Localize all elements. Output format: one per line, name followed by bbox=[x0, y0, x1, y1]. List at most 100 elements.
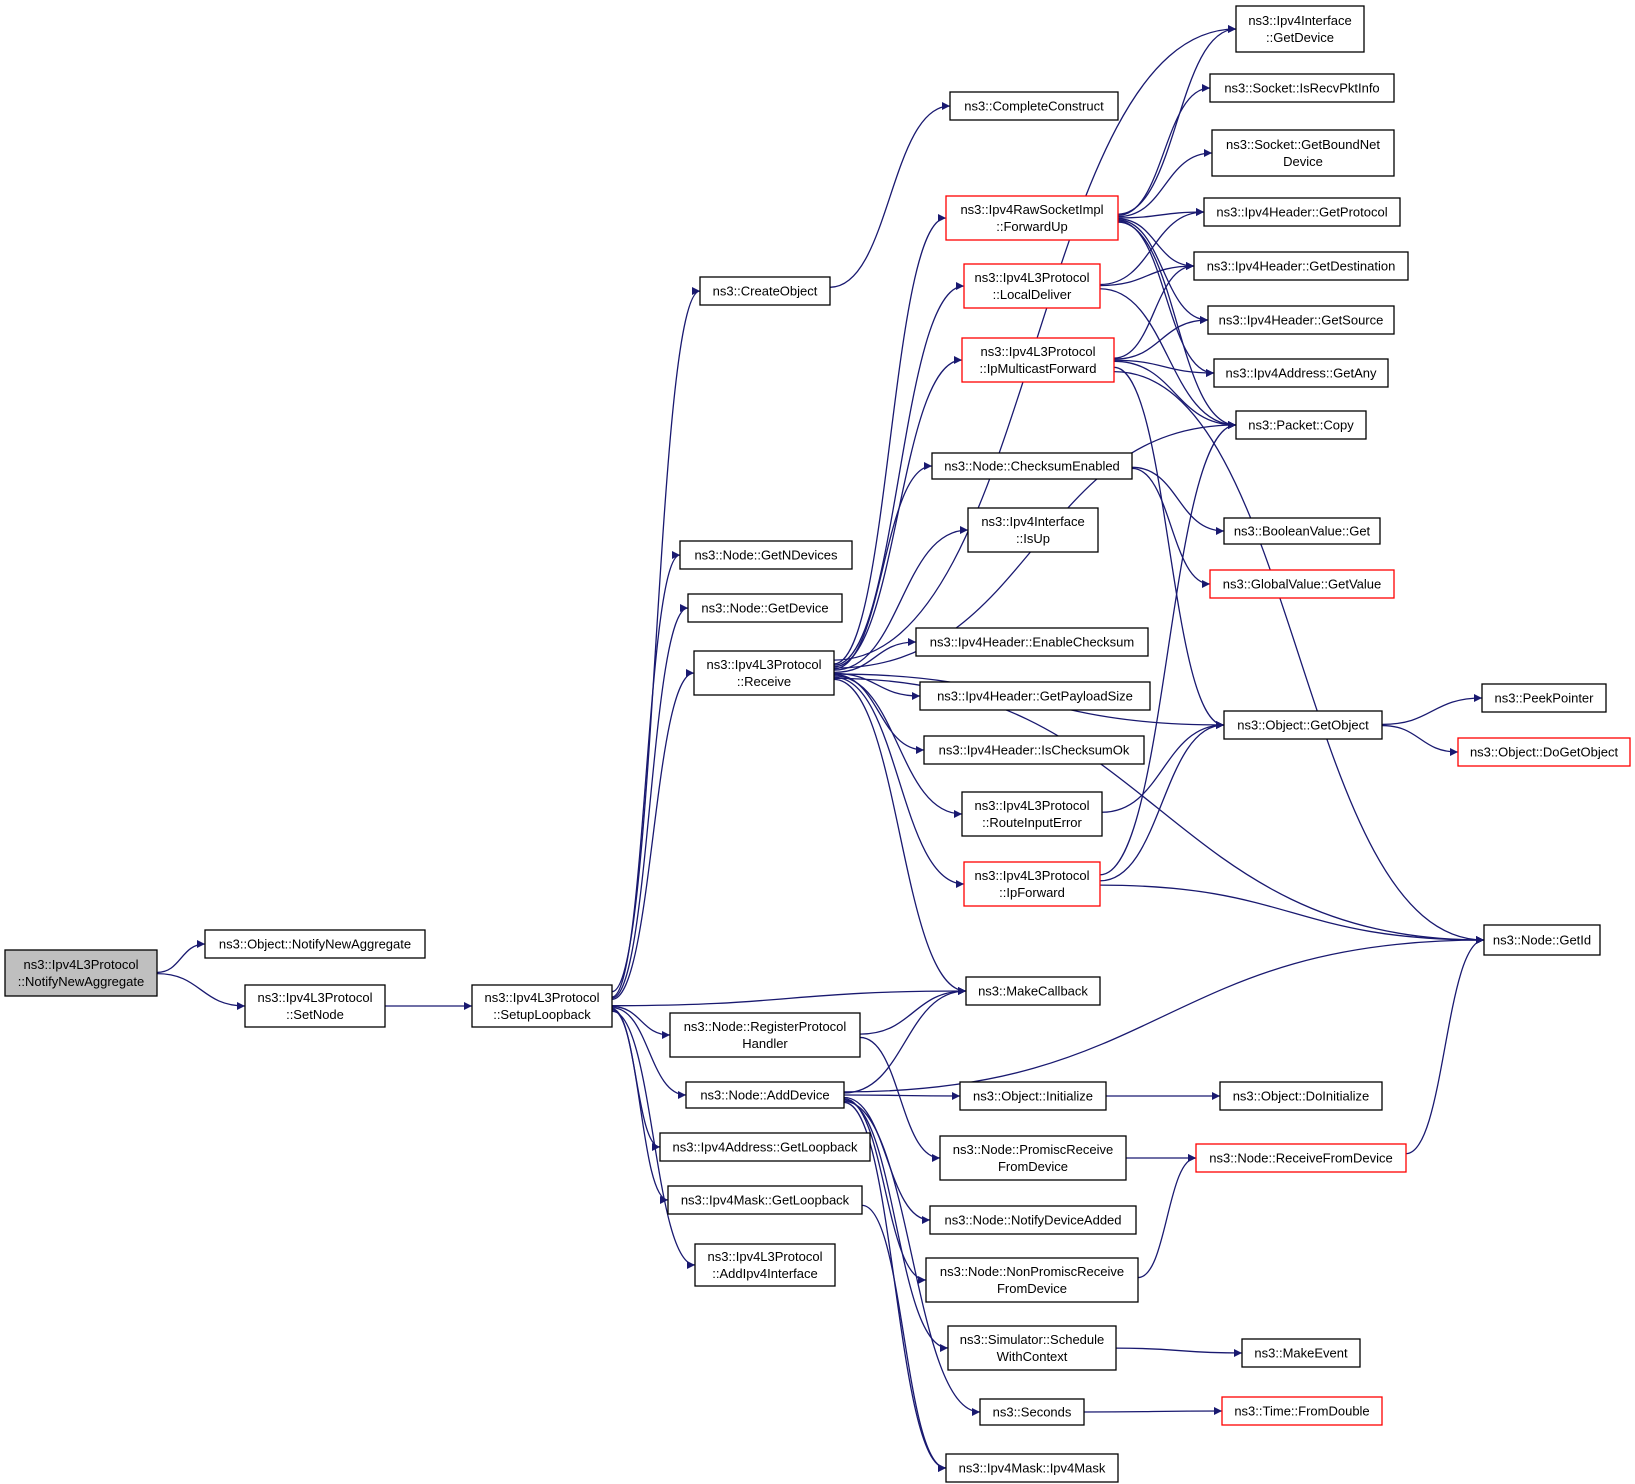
node-maskctor[interactable]: ns3::Ipv4Mask::Ipv4Mask bbox=[945, 1453, 1119, 1483]
node-label: ns3::Ipv4Header::GetDestination bbox=[1207, 259, 1396, 274]
node-label: ns3::MakeCallback bbox=[978, 984, 1088, 999]
edge-rawfwd-to-ifgetdev bbox=[1117, 25, 1237, 215]
node-box bbox=[965, 976, 1101, 1006]
node-getid[interactable]: ns3::Node::GetId bbox=[1483, 924, 1601, 956]
node-enablecks[interactable]: ns3::Ipv4Header::EnableChecksum bbox=[915, 627, 1149, 657]
node-label: ns3::Seconds bbox=[993, 1405, 1072, 1420]
node-ifgetdev[interactable]: ns3::Ipv4Interface::GetDevice bbox=[1235, 5, 1365, 53]
node-localdel[interactable]: ns3::Ipv4L3Protocol::LocalDeliver bbox=[963, 263, 1101, 309]
node-rawfwd[interactable]: ns3::Ipv4RawSocketImpl::ForwardUp bbox=[945, 195, 1119, 241]
node-label: ns3::Ipv4L3Protocol bbox=[258, 990, 373, 1005]
node-setuploop[interactable]: ns3::Ipv4L3Protocol::SetupLoopback bbox=[471, 984, 613, 1028]
node-getdest[interactable]: ns3::Ipv4Header::GetDestination bbox=[1193, 251, 1409, 281]
node-getsrc[interactable]: ns3::Ipv4Header::GetSource bbox=[1207, 305, 1395, 335]
node-makecb[interactable]: ns3::MakeCallback bbox=[965, 976, 1101, 1006]
node-createobj[interactable]: ns3::CreateObject bbox=[699, 276, 831, 306]
node-ipmcast[interactable]: ns3::Ipv4L3Protocol::IpMulticastForward bbox=[961, 337, 1115, 383]
node-box bbox=[931, 452, 1133, 480]
node-globval[interactable]: ns3::GlobalValue::GetValue bbox=[1209, 569, 1395, 599]
node-getany[interactable]: ns3::Ipv4Address::GetAny bbox=[1213, 358, 1389, 388]
edge-receive-to-payload bbox=[833, 672, 921, 700]
edge-seconds-to-fromdouble bbox=[1083, 1407, 1223, 1416]
node-ifaceup[interactable]: ns3::Ipv4Interface::IsUp bbox=[967, 507, 1099, 553]
node-ipfwd[interactable]: ns3::Ipv4L3Protocol::IpForward bbox=[963, 861, 1101, 907]
node-isckok[interactable]: ns3::Ipv4Header::IsChecksumOk bbox=[923, 735, 1145, 765]
node-box bbox=[1457, 737, 1631, 767]
node-box bbox=[939, 1135, 1127, 1181]
node-addrloop[interactable]: ns3::Ipv4Address::GetLoopback bbox=[659, 1132, 871, 1162]
node-notifydev[interactable]: ns3::Node::NotifyDeviceAdded bbox=[929, 1205, 1137, 1235]
node-label: ns3::Ipv4Interface bbox=[981, 514, 1084, 529]
node-boolget[interactable]: ns3::BooleanValue::Get bbox=[1223, 517, 1381, 545]
node-cksumen[interactable]: ns3::Node::ChecksumEnabled bbox=[931, 452, 1133, 480]
node-label: ::IsUp bbox=[1016, 531, 1050, 546]
node-box bbox=[1193, 251, 1409, 281]
node-obj_notify[interactable]: ns3::Object::NotifyNewAggregate bbox=[204, 929, 426, 959]
node-label: ns3::CompleteConstruct bbox=[964, 99, 1104, 114]
edge-regproto-to-makecb bbox=[859, 987, 967, 1035]
node-box bbox=[929, 1205, 1137, 1235]
edge-createobj-to-complete bbox=[829, 102, 951, 288]
node-recvfromdev[interactable]: ns3::Node::ReceiveFromDevice bbox=[1195, 1143, 1407, 1173]
node-setnode[interactable]: ns3::Ipv4L3Protocol::SetNode bbox=[244, 984, 386, 1028]
node-complete[interactable]: ns3::CompleteConstruct bbox=[949, 91, 1119, 121]
node-box bbox=[1241, 1338, 1361, 1368]
node-box bbox=[244, 984, 386, 1028]
node-label: Handler bbox=[742, 1036, 788, 1051]
node-adddev[interactable]: ns3::Node::AddDevice bbox=[685, 1081, 845, 1109]
node-label: ns3::Node::AddDevice bbox=[700, 1088, 829, 1103]
node-seconds[interactable]: ns3::Seconds bbox=[979, 1398, 1085, 1426]
edge-receive-to-ipfwd bbox=[833, 676, 965, 888]
edge-rawfwd-to-recvpkt bbox=[1117, 84, 1211, 217]
node-label: WithContext bbox=[997, 1349, 1068, 1364]
node-box bbox=[471, 984, 613, 1028]
node-box bbox=[693, 650, 835, 696]
node-box bbox=[4, 949, 158, 997]
node-label: ::SetupLoopback bbox=[493, 1007, 591, 1022]
edge-maskloop-to-maskctor bbox=[861, 1204, 947, 1472]
edge-adddev-to-getid bbox=[843, 936, 1485, 1093]
node-label: ns3::Node::GetDevice bbox=[701, 601, 828, 616]
node-receive[interactable]: ns3::Ipv4L3Protocol::Receive bbox=[693, 650, 835, 696]
node-objinit[interactable]: ns3::Object::Initialize bbox=[959, 1081, 1107, 1111]
node-maskloop[interactable]: ns3::Ipv4Mask::GetLoopback bbox=[667, 1185, 863, 1215]
node-label: Device bbox=[1283, 154, 1323, 169]
node-getdev[interactable]: ns3::Node::GetDevice bbox=[687, 593, 843, 623]
node-label: ns3::Ipv4Header::GetPayloadSize bbox=[937, 689, 1133, 704]
node-payload[interactable]: ns3::Ipv4Header::GetPayloadSize bbox=[919, 681, 1151, 711]
node-label: ns3::Ipv4RawSocketImpl bbox=[960, 202, 1103, 217]
node-dogetobj[interactable]: ns3::Object::DoGetObject bbox=[1457, 737, 1631, 767]
edge-receive-to-enablecks bbox=[833, 638, 917, 674]
node-getobj[interactable]: ns3::Object::GetObject bbox=[1223, 710, 1383, 740]
node-label: ns3::PeekPointer bbox=[1494, 691, 1594, 706]
node-makeevent[interactable]: ns3::MakeEvent bbox=[1241, 1338, 1361, 1368]
node-box bbox=[659, 1132, 871, 1162]
node-peekptr[interactable]: ns3::PeekPointer bbox=[1481, 683, 1607, 713]
node-routeerr[interactable]: ns3::Ipv4L3Protocol::RouteInputError bbox=[961, 791, 1103, 837]
node-getproto[interactable]: ns3::Ipv4Header::GetProtocol bbox=[1203, 197, 1401, 227]
node-fromdouble[interactable]: ns3::Time::FromDouble bbox=[1221, 1396, 1383, 1426]
node-label: ns3::Ipv4L3Protocol bbox=[975, 798, 1090, 813]
node-label: ::LocalDeliver bbox=[993, 287, 1072, 302]
node-label: ns3::Time::FromDouble bbox=[1234, 1404, 1369, 1419]
node-pktcopy[interactable]: ns3::Packet::Copy bbox=[1235, 410, 1367, 440]
node-label: ::Receive bbox=[737, 674, 791, 689]
node-doinit[interactable]: ns3::Object::DoInitialize bbox=[1219, 1081, 1383, 1111]
node-addiface[interactable]: ns3::Ipv4L3Protocol::AddIpv4Interface bbox=[694, 1243, 836, 1287]
node-label: ns3::Ipv4Header::GetProtocol bbox=[1216, 205, 1387, 220]
node-box bbox=[1235, 410, 1367, 440]
edge-setuploop-to-getndev bbox=[611, 551, 681, 998]
call-nodes: ns3::Ipv4L3Protocol::NotifyNewAggregaten… bbox=[4, 5, 1631, 1483]
edge-ipfwd-to-getobj bbox=[1099, 721, 1225, 882]
node-getndev[interactable]: ns3::Node::GetNDevices bbox=[679, 540, 853, 570]
node-root: ns3::Ipv4L3Protocol::NotifyNewAggregate bbox=[4, 949, 158, 997]
node-recvpkt[interactable]: ns3::Socket::IsRecvPktInfo bbox=[1209, 73, 1395, 103]
edge-schedctx-to-makeevent bbox=[1115, 1347, 1243, 1357]
edge-setuploop-to-regproto bbox=[611, 1005, 671, 1039]
